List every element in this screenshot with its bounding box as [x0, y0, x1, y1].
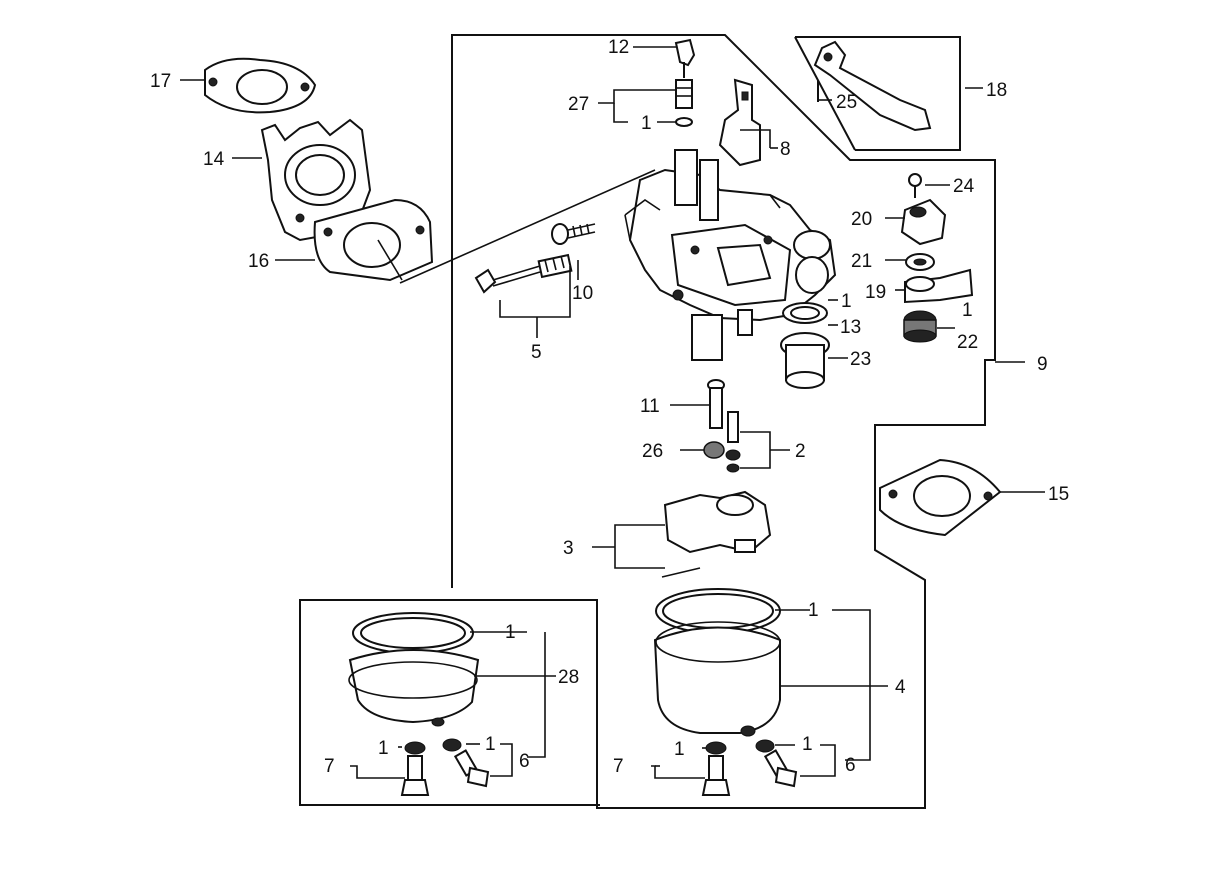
- float-bowl-4: [653, 588, 781, 737]
- callout-3: 3: [563, 538, 574, 559]
- gasket-16-leader: [399, 169, 656, 284]
- o-ring-13: [782, 302, 828, 324]
- gasket-16: [313, 198, 434, 282]
- drain-screw-left-6: [442, 738, 490, 788]
- callout-1-washer-left: 1: [378, 738, 389, 759]
- choke-lever-18: [813, 40, 932, 132]
- callout-1-bowl-left: 1: [505, 622, 516, 643]
- callout-1-drain-left: 1: [485, 734, 496, 755]
- group-18-outline: [795, 36, 961, 151]
- callout-8: 8: [780, 139, 791, 160]
- group-18-outline-edge: [794, 36, 856, 151]
- callout-6-right: 6: [845, 755, 856, 776]
- callout-18: 18: [986, 80, 1007, 101]
- callout-25: 25: [836, 92, 857, 113]
- gasket-15: [879, 458, 1002, 537]
- callout-6-left: 6: [519, 751, 530, 772]
- pilot-jet-27: [675, 79, 693, 127]
- callout-12: 12: [608, 37, 629, 58]
- screw-10: [551, 223, 596, 245]
- callout-labels: 17 14 16 12 27 1 8 18 25 24 20 21 19 1 2…: [150, 37, 1069, 777]
- callout-1-pilot: 1: [641, 113, 652, 134]
- drain-screw-right-6: [755, 739, 798, 788]
- callout-28: 28: [558, 667, 579, 688]
- screw-24: [908, 173, 922, 198]
- callout-14: 14: [203, 149, 225, 170]
- washer-right-7: [701, 741, 731, 796]
- bushing-23: [780, 332, 830, 389]
- insulator-14: [260, 118, 372, 242]
- bracket-8: [718, 78, 761, 167]
- callout-2: 2: [795, 441, 806, 462]
- callout-7-left: 7: [324, 756, 335, 777]
- callout-19: 19: [865, 282, 886, 303]
- callout-1-washer-right: 1: [674, 739, 685, 760]
- callout-20: 20: [851, 209, 872, 230]
- washer-left-7: [400, 741, 430, 796]
- float-valve-2: [725, 411, 741, 473]
- callout-1-bowl-right: 1: [808, 600, 819, 621]
- callout-11: 11: [640, 396, 660, 417]
- callout-1-collar: 1: [962, 300, 973, 321]
- gasket-16-leader-b: [377, 239, 403, 281]
- collar-19: [904, 268, 974, 304]
- gasket-17: [204, 57, 317, 114]
- washer-21: [905, 253, 935, 271]
- callout-26: 26: [642, 441, 663, 462]
- callout-7-right: 7: [613, 756, 624, 777]
- callout-21: 21: [851, 251, 872, 272]
- main-group-outline: [299, 34, 996, 809]
- lever-20: [900, 198, 947, 246]
- throttle-stop-screw-5: [474, 253, 573, 294]
- callout-13: 13: [840, 317, 861, 338]
- callout-17: 17: [150, 71, 171, 92]
- callout-22: 22: [957, 332, 978, 353]
- main-nozzle-11: [707, 379, 725, 429]
- callout-1-drain-right: 1: [802, 734, 813, 755]
- callout-4: 4: [895, 677, 906, 698]
- callout-15: 15: [1048, 484, 1069, 505]
- callout-1-body: 1: [841, 291, 852, 312]
- callout-24: 24: [953, 176, 975, 197]
- float-3: [661, 490, 772, 578]
- callout-27: 27: [568, 94, 589, 115]
- callout-23: 23: [850, 349, 871, 370]
- callout-9: 9: [1037, 354, 1048, 375]
- carburetor-body: [624, 149, 837, 361]
- leader-lines: [180, 46, 1045, 779]
- callout-5: 5: [531, 342, 542, 363]
- callout-16: 16: [248, 251, 269, 272]
- screw-12: [674, 38, 696, 78]
- main-jet-26: [703, 441, 725, 459]
- seal-22: [903, 310, 937, 343]
- float-bowl-28: [348, 612, 480, 727]
- callout-10: 10: [572, 283, 593, 304]
